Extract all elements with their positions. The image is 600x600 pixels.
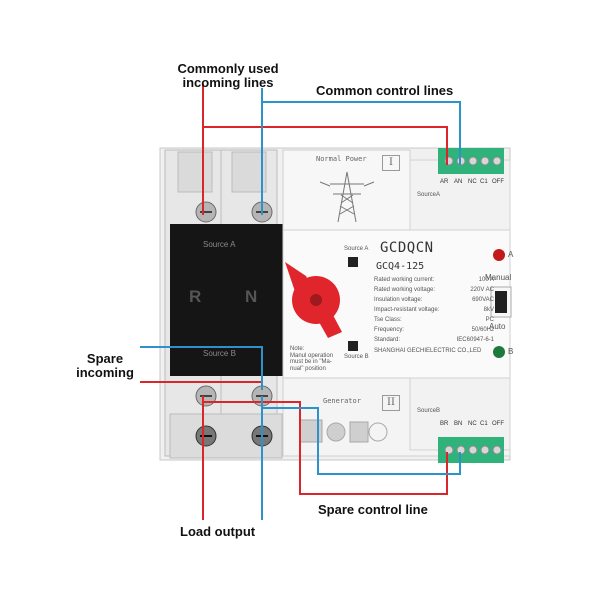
manufacturer: SHANGHAI GECHIELECTRIC CO.,LED	[374, 348, 482, 354]
normal-power-title: Normal Power	[316, 155, 367, 163]
callout-load-output: Load output	[180, 524, 256, 539]
rotary-knob-icon[interactable]	[285, 262, 342, 338]
source-b-face-label: Source B	[203, 349, 236, 358]
roman-two: II	[382, 395, 400, 411]
led-b-label: B	[508, 347, 514, 356]
generator-title: Generator	[323, 397, 361, 405]
callout-spare-incoming: Spare incoming	[76, 351, 134, 380]
led-a-label: A	[508, 250, 514, 259]
terminal-label: AR	[440, 179, 449, 185]
r-label: R	[189, 287, 202, 306]
black-module	[170, 224, 284, 376]
terminal-label: NC	[468, 179, 477, 185]
red-wires	[140, 84, 448, 520]
led-a-icon	[493, 249, 505, 261]
blue-wires	[140, 88, 461, 520]
brand-name: GCDQCN	[380, 240, 434, 256]
power-tower-icon	[319, 171, 375, 223]
source-a-face-label: Source A	[203, 240, 236, 249]
terminal-label: AN	[454, 179, 463, 185]
callout-commonly-used-incoming: Commonly used incoming lines	[177, 61, 279, 90]
source-b-window	[348, 341, 358, 351]
auto-label: Auto	[489, 322, 506, 331]
led-b-icon	[493, 346, 505, 358]
roman-one: I	[382, 155, 400, 171]
source-b-small-label: SourceB	[417, 408, 441, 414]
operation-note: Note: Manul operation must be in "Ma- nu…	[290, 346, 334, 372]
source-a-small-label: SourceA	[417, 192, 441, 198]
callout-spare-control-line: Spare control line	[318, 502, 428, 517]
terminal-label: BN	[454, 421, 463, 427]
top-panel	[282, 149, 411, 231]
n-label: N	[245, 287, 258, 306]
terminal-label: OFF	[492, 179, 504, 185]
source-a-window	[348, 257, 358, 267]
model-number: GCQ4-125	[376, 261, 425, 272]
source-b-window-label: Source B	[344, 354, 369, 360]
terminal-label: BR	[440, 421, 449, 427]
terminal-label: NC	[468, 421, 477, 427]
manual-label: Manual	[485, 273, 512, 282]
terminal-label: C1	[480, 179, 488, 185]
callout-common-control-lines: Common control lines	[316, 83, 454, 98]
terminal-label: C1	[480, 421, 488, 427]
terminal-label: OFF	[492, 421, 504, 427]
source-a-window-label: Source A	[344, 246, 369, 252]
